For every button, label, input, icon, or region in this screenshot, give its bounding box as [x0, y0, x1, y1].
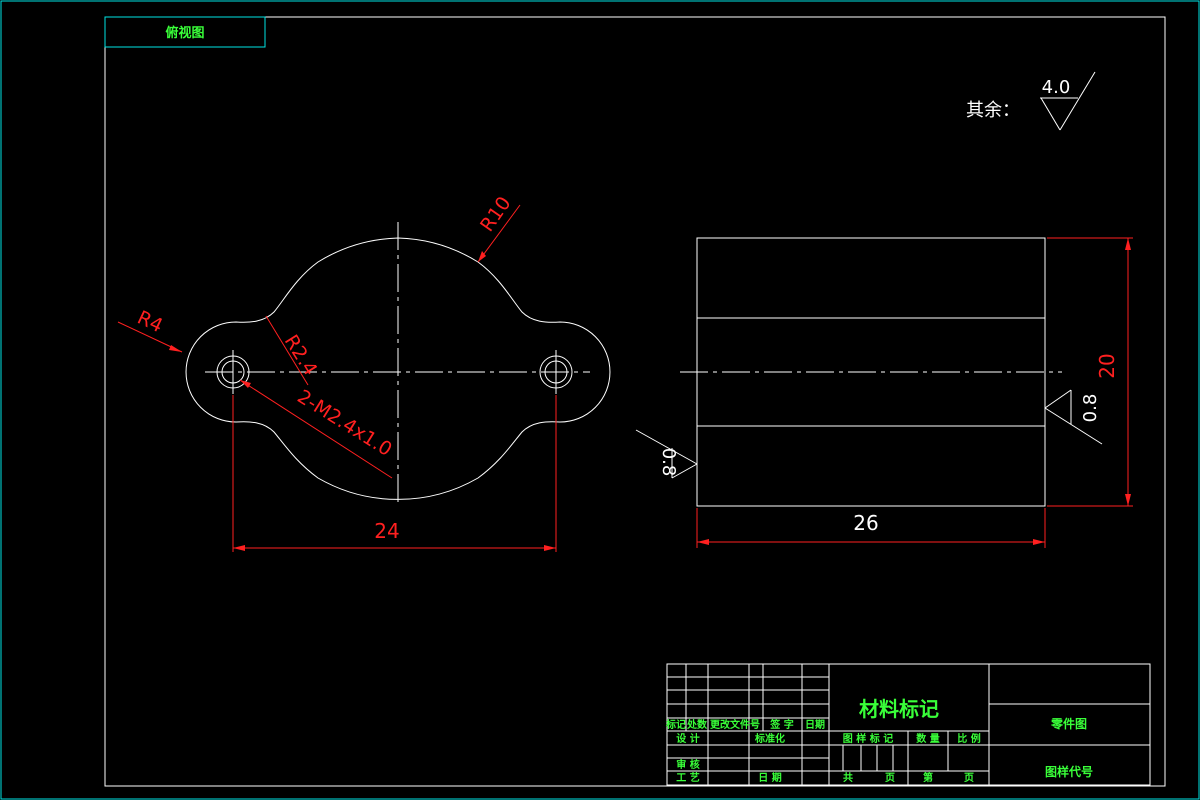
title-block-grid [666, 663, 1151, 786]
left-hole [216, 350, 250, 394]
rev-header-count: 处数 [686, 718, 708, 731]
design-label: 设 计 [676, 732, 699, 745]
side-view: 26 20 0.8 0.8 [635, 237, 1133, 548]
dim-end-radius: R4 [134, 307, 166, 338]
roughness-right-icon [1044, 389, 1103, 445]
material-label: 材料标记 [859, 697, 939, 721]
side-dimensions [696, 237, 1133, 548]
roughness-left-icon [635, 429, 698, 479]
roughness-left-value: 0.8 [658, 448, 679, 477]
drawing-frame [104, 16, 1166, 787]
surface-note-value: 4.0 [1042, 77, 1071, 98]
page-label: 页 [885, 772, 895, 784]
drawing-no-label: 图样代号 [1045, 764, 1093, 779]
front-dimension-arrows [169, 251, 556, 551]
right-hole [539, 350, 573, 394]
standardize-label: 标准化 [754, 732, 785, 745]
review-label: 审 核 [676, 758, 699, 771]
top-label-box: 俯视图 [104, 16, 266, 48]
rev-header-mark: 标记 [665, 718, 686, 731]
process-label: 工 艺 [676, 771, 699, 784]
sheet-page-label: 页 [964, 772, 974, 784]
part-name-label: 零件图 [1050, 716, 1087, 731]
roughness-symbol-icon [1040, 71, 1096, 131]
side-dimension-arrows [697, 238, 1131, 545]
title-block: 标记 处数 更改文件号 签 字 日期 设 计 标准化 审 核 工 艺 日 期 图… [665, 663, 1151, 786]
qty-label: 数 量 [916, 732, 939, 745]
scale-label: 比 例 [957, 732, 980, 745]
stage-label: 图 样 标 记 [843, 732, 893, 745]
rev-header-date: 日期 [805, 718, 825, 731]
front-view: 24 R10 R4 R2.4 2-M2.4x1.0 [117, 193, 611, 552]
front-dimensions [117, 204, 557, 552]
total-label: 共 [843, 771, 853, 784]
top-label: 俯视图 [165, 25, 204, 41]
dim-big-radius: R10 [476, 193, 515, 236]
rev-header-sign: 签 字 [769, 718, 793, 731]
dim-hole-spacing: 24 [374, 519, 399, 543]
surface-note-prefix: 其余： [966, 100, 1020, 121]
dim-thread: 2-M2.4x1.0 [293, 386, 395, 461]
dim-height: 20 [1095, 353, 1119, 378]
rev-header-doc: 更改文件号 [710, 718, 760, 731]
surface-note: 其余： 4.0 [966, 71, 1096, 131]
date-label: 日 期 [758, 771, 781, 784]
roughness-right-value: 0.8 [1080, 394, 1101, 423]
front-centerlines [205, 222, 590, 506]
title-block-labels: 标记 处数 更改文件号 签 字 日期 设 计 标准化 审 核 工 艺 日 期 图… [665, 716, 1093, 784]
sheet-label: 第 [923, 771, 933, 784]
dim-width: 26 [853, 511, 878, 535]
